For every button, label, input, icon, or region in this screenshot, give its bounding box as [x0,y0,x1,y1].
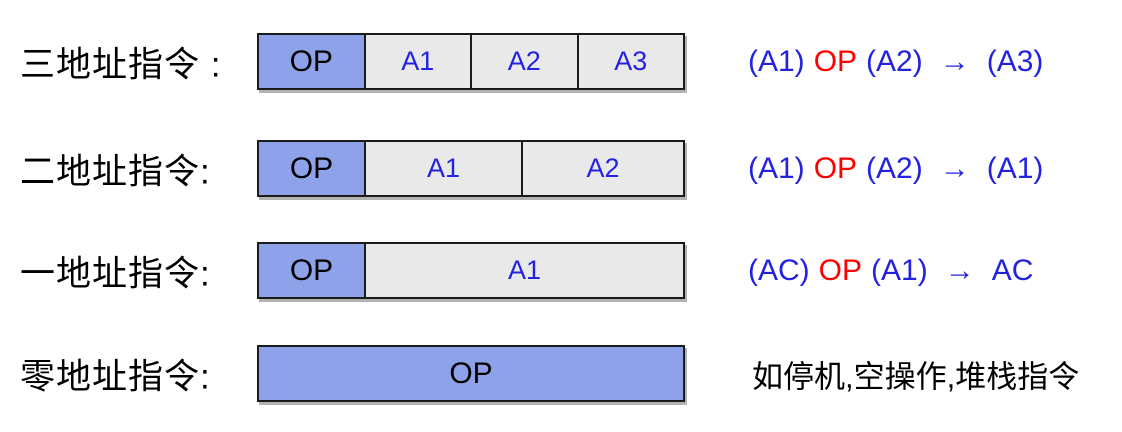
row-three-address: 三地址指令 : OP A1 A2 A3 (A1) OP (A2) → (A3) [0,33,1122,90]
op-cell: OP [259,142,364,195]
formula-one-address: (AC) OP (A1) → AC [748,254,1033,288]
formula-result: (A1) [986,151,1044,185]
addr-cell-a1: A1 [364,142,521,195]
format-box-zero-address: OP [257,345,685,402]
format-box-two-address: OP A1 A2 [257,140,685,197]
format-box-three-address: OP A1 A2 A3 [257,33,685,90]
arrow-icon: → [939,44,970,78]
formula-result: (A3) [986,44,1044,78]
op-cell: OP [259,244,364,297]
formula-operator: OP [813,44,858,78]
row-zero-address: 零地址指令: OP 如停机,空操作,堆栈指令 [0,345,1122,402]
addr-cell-a3: A3 [576,35,683,88]
formula-operand1: (A1) [748,44,805,78]
formula-operand1: (AC) [748,253,810,287]
formula-operand2: (A2) [866,151,923,185]
addr-cell-a1: A1 [363,35,470,88]
formula-operand2: (A1) [871,253,928,287]
arrow-icon: → [939,151,970,185]
op-cell: OP [259,35,364,88]
row-two-address: 二地址指令: OP A1 A2 (A1) OP (A2) → (A1) [0,140,1122,197]
formula-operand2: (A2) [866,44,923,78]
formula-operand1: (A1) [748,151,805,185]
formula-two-address: (A1) OP (A2) → (A1) [748,152,1043,186]
row-label-three-address: 三地址指令 : [20,45,222,84]
addr-cell-a1: A1 [364,244,683,297]
formula-operator: OP [818,253,863,287]
formula-three-address: (A1) OP (A2) → (A3) [748,45,1043,79]
format-box-one-address: OP A1 [257,242,685,299]
zero-address-note: 如停机,空操作,堆栈指令 [752,359,1080,394]
row-label-one-address: 一地址指令: [20,254,211,293]
addr-cell-a2: A2 [470,35,577,88]
formula-result: AC [991,253,1034,287]
formula-operator: OP [813,151,858,185]
row-label-two-address: 二地址指令: [20,152,211,191]
op-cell: OP [259,347,683,400]
addr-cell-a2: A2 [521,142,683,195]
row-one-address: 一地址指令: OP A1 (AC) OP (A1) → AC [0,242,1122,299]
arrow-icon: → [944,253,975,287]
row-label-zero-address: 零地址指令: [20,357,211,396]
